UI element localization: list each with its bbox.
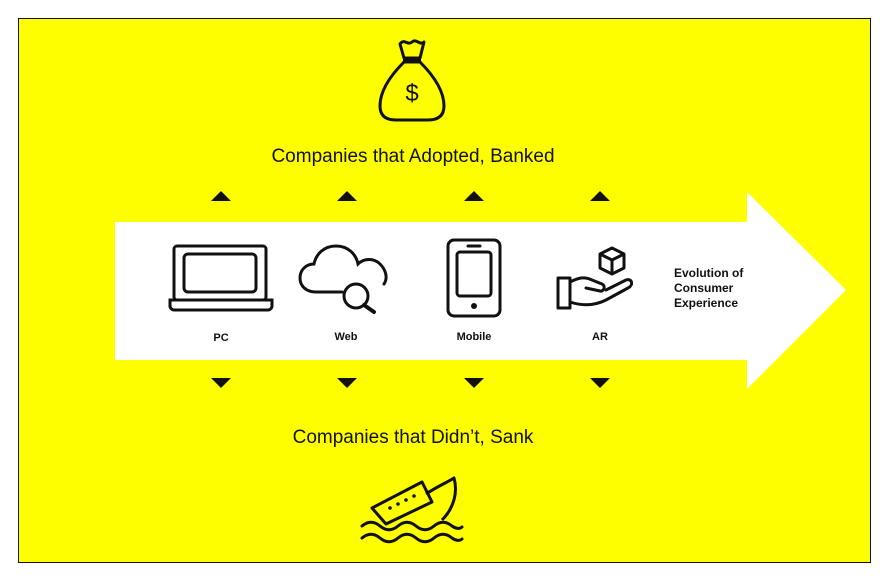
down-arrow-icon [211,378,231,388]
cloud-search-icon [298,244,388,314]
item-label-pc: PC [213,332,229,344]
up-arrow-icon [464,191,484,201]
item-label-ar: AR [592,331,608,343]
up-arrow-icon [211,191,231,201]
down-arrow-icon [464,378,484,388]
top-heading: Companies that Adopted, Banked [271,146,555,167]
sinking-ship-icon [360,476,464,544]
bottom-heading: Companies that Didn’t, Sank [292,427,534,448]
down-arrow-icon [337,378,357,388]
dollar-sign: $ [405,80,418,107]
evolution-label: Evolution of Consumer Experience [674,266,764,311]
laptop-icon [168,244,274,312]
item-label-web: Web [334,331,358,343]
evolution-label-line-2: Consumer [674,281,734,295]
up-arrow-icon [590,191,610,201]
up-arrow-icon [337,191,357,201]
evolution-label-line-3: Experience [674,296,739,310]
evolution-label-line-1: Evolution of [674,266,744,280]
down-arrow-icon [590,378,610,388]
hand-cube-icon [556,246,634,310]
item-label-mobile: Mobile [456,331,492,343]
money-bag-icon: $ [378,39,446,122]
smartphone-icon [446,238,502,318]
